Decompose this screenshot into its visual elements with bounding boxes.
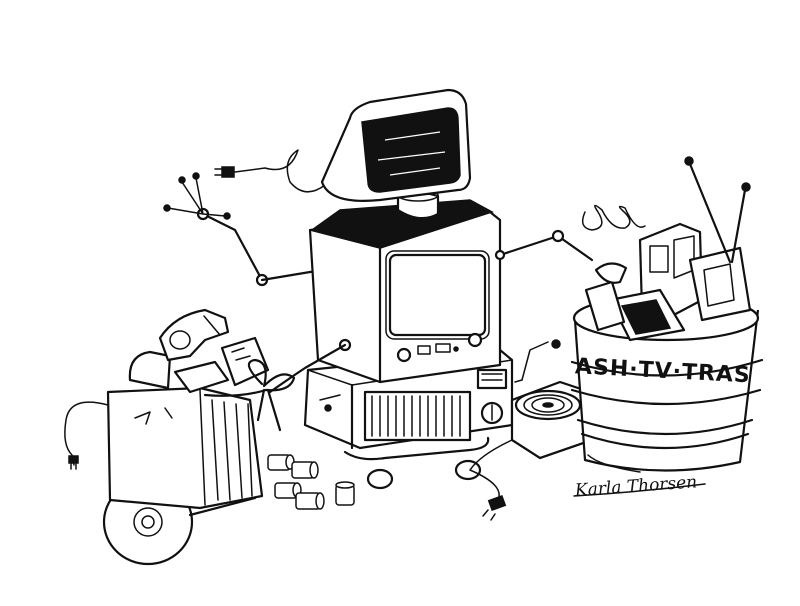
batteries: [268, 455, 354, 509]
tv-robot: [270, 90, 512, 488]
tv-screen: [390, 255, 485, 335]
right-arm: [496, 231, 592, 260]
trash-can: ASH·TV·TRAS: [572, 157, 762, 472]
junk-cart: [65, 310, 294, 564]
left-arm-antenna: [164, 173, 350, 285]
monitor-plug: [215, 150, 325, 192]
